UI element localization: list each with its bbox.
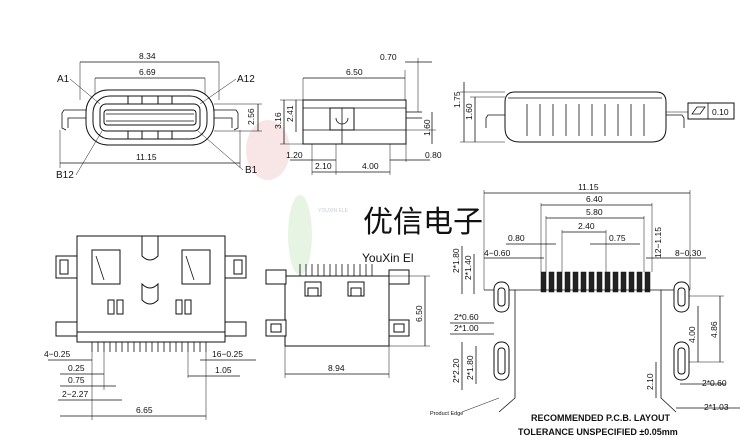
bottom-dim-e: 0.75	[68, 375, 85, 385]
top-overall-width: 8.34	[139, 51, 156, 61]
pcb-v-210: 2.10	[645, 373, 655, 390]
pin-label-a12: A12	[237, 74, 255, 85]
pcb-v-2-060: 2*0.60	[454, 312, 479, 322]
pcb-d-8-030: 8−0.30	[675, 248, 702, 258]
top-height: 2.56	[246, 108, 256, 125]
watermark-en: YouXin El	[362, 251, 414, 265]
bottom-dim-c: 0.25	[68, 363, 85, 373]
pin-label-b12: B12	[56, 170, 74, 181]
side-h-body: 2.41	[285, 105, 295, 122]
pcb-w-080: 0.80	[508, 233, 525, 243]
top-view: 8.34 6.69 2.56 11.15 A1 A12 B12 B1	[56, 51, 262, 181]
end-height-a: 1.75	[452, 91, 462, 108]
pcb-layout: 11.15 6.40 5.80 2.40 0.80 0.75 12−1.15 4…	[430, 182, 740, 437]
side-h-overall: 3.16	[273, 112, 283, 129]
side-lead-a: 1.20	[286, 150, 303, 160]
side-view: 6.50 0.70 3.16 2.41 1.60 1.20 2.10 4.00 …	[273, 52, 442, 175]
bottom-dim-g: 6.65	[136, 405, 153, 415]
side-length: 6.50	[346, 67, 363, 77]
top-shell-width: 6.69	[139, 67, 156, 77]
pcb-r-2-103: 2*1.03	[704, 402, 729, 412]
front-height: 6.50	[414, 305, 424, 322]
front-width: 8.94	[328, 363, 345, 373]
pcb-w-580: 5.80	[586, 207, 603, 217]
bottom-view: 4−0.25 16−0.25 0.25 1.05 0.75 2−2.27 6.6…	[44, 235, 256, 420]
end-view: 1.75 1.60 0.10	[452, 82, 735, 143]
pcb-product-edge: Product Edge	[430, 411, 463, 417]
front-view: 6.50 8.94	[265, 264, 430, 378]
end-height-b: 1.60	[464, 103, 474, 120]
side-lead-b: 2.10	[315, 161, 332, 171]
pin-label-a1: A1	[57, 74, 70, 85]
pcb-d-12-115: 12−1.15	[653, 227, 663, 258]
pcb-tolerance: TOLERANCE UNSPECIFIED ±0.05mm	[518, 427, 678, 437]
end-flatness: 0.10	[712, 107, 729, 117]
pcb-w-075: 0.75	[609, 233, 626, 243]
bottom-dim-a: 4−0.25	[44, 349, 71, 359]
watermark: 优信电子 YouXin El YOUXIN ELE	[246, 120, 483, 275]
bottom-dim-f: 2−2.27	[62, 389, 89, 399]
side-lead-c: 4.00	[362, 161, 379, 171]
pcb-w-640: 6.40	[586, 194, 603, 204]
bottom-dim-d: 1.05	[215, 365, 232, 375]
pcb-d-4-060: 4−0.60	[484, 248, 511, 258]
side-offset: 0.70	[380, 52, 397, 62]
watermark-small: YOUXIN ELE	[318, 208, 349, 214]
pcb-v-2-140: 2*1.40	[463, 255, 473, 280]
pcb-r-2-060: 2*0.60	[702, 378, 727, 388]
pin-label-b1: B1	[245, 165, 258, 176]
top-pitch-span: 11.15	[136, 152, 157, 162]
pcb-v-2-100: 2*1.00	[454, 323, 479, 333]
pcb-v-2-180-bot: 2*1.80	[465, 355, 475, 380]
side-lead-d: 0.80	[425, 150, 442, 160]
pcb-v-400: 4.00	[687, 326, 697, 343]
pcb-w-total: 11.15	[578, 182, 599, 192]
watermark-cn: 优信电子	[363, 206, 483, 239]
pcb-title: RECOMMENDED P.C.B. LAYOUT	[531, 413, 671, 423]
pcb-v-486: 4.86	[709, 321, 719, 338]
bottom-dim-b: 16−0.25	[212, 349, 243, 359]
side-h-lead: 1.60	[422, 119, 432, 136]
pcb-v-2-180-top: 2*1.80	[451, 248, 461, 273]
pcb-v-2-220: 2*2.20	[451, 358, 461, 383]
pcb-w-240: 2.40	[578, 221, 595, 231]
